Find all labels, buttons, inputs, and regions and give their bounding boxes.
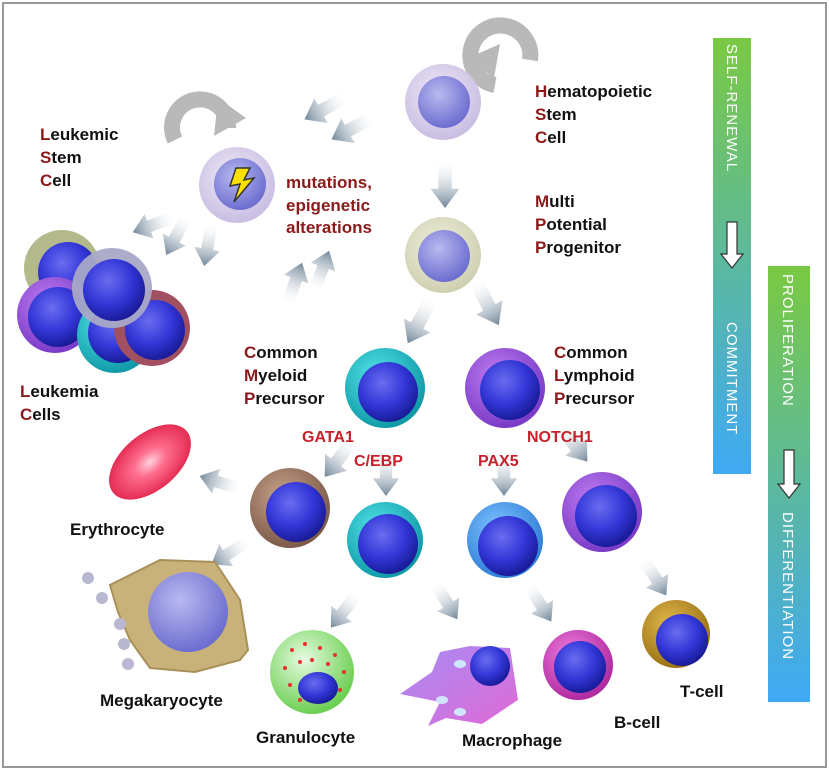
hsc-cell — [405, 64, 481, 140]
t-cell — [642, 600, 710, 668]
label-granulocyte: Granulocyte — [256, 728, 355, 747]
myeloid-erythroid-progenitor — [250, 468, 330, 548]
b-cell — [543, 630, 613, 700]
label-mpp-2: Potential — [535, 215, 607, 234]
bar-down-arrow-2 — [776, 449, 802, 499]
leukemia-cells — [17, 230, 190, 373]
label-mutations-2: epigenetic — [286, 196, 370, 215]
granulocyte-cell — [270, 630, 354, 714]
factor-gata1: GATA1 — [302, 429, 354, 446]
bar-label-differentiation: DIFFERENTIATION — [779, 512, 796, 660]
label-erythrocyte: Erythrocyte — [70, 520, 164, 539]
label-clp-2: Lymphoid — [554, 366, 635, 385]
label-tcell: T-cell — [680, 682, 723, 701]
label-mutations-1: mutations, — [286, 173, 372, 192]
label-mpp-1: Multi — [535, 192, 575, 211]
label-clp-3: Precursor — [554, 389, 635, 408]
self-renewal-icon-hsc — [462, 17, 539, 93]
label-lsc-2: Stem — [40, 148, 82, 167]
self-renewal-icon-lsc — [164, 91, 246, 144]
cmp-cell — [345, 348, 425, 428]
label-lsc-1: Leukemic — [40, 125, 118, 144]
label-cmp-3: Precursor — [244, 389, 325, 408]
label-hsc-3: Cell — [535, 128, 566, 147]
self-renewal-commitment-bar: SELF-RENEWAL COMMITMENT — [713, 38, 751, 474]
t-progenitor — [562, 472, 642, 552]
label-hsc-1: Hematopoietic — [535, 82, 652, 101]
label-megakaryocyte: Megakaryocyte — [100, 691, 223, 710]
labels: Hematopoietic Stem Cell Leukemic Stem Ce… — [20, 82, 723, 750]
bar-down-arrow-1 — [719, 221, 745, 269]
label-mpp-3: Progenitor — [535, 238, 621, 257]
label-macrophage: Macrophage — [462, 731, 562, 750]
bar-label-self-renewal: SELF-RENEWAL — [723, 44, 740, 172]
mpp-cell — [405, 217, 481, 293]
megakaryocyte-cell — [82, 558, 250, 674]
factor-pax5: PAX5 — [478, 453, 519, 470]
label-hsc-2: Stem — [535, 105, 577, 124]
lsc-cell — [199, 147, 275, 223]
macrophage-cell — [400, 646, 518, 726]
factor-notch1: NOTCH1 — [527, 429, 593, 446]
label-cmp-2: Myeloid — [244, 366, 307, 385]
label-mutations-3: alterations — [286, 218, 372, 237]
lightning-icon — [228, 167, 256, 203]
label-lsc-3: Cell — [40, 171, 71, 190]
bar-label-proliferation: PROLIFERATION — [779, 274, 796, 407]
clp-cell — [465, 348, 545, 428]
label-clp-1: Common — [554, 343, 628, 362]
label-leukemia-2: Cells — [20, 405, 61, 424]
label-cmp-1: Common — [244, 343, 318, 362]
erythrocyte-cell — [109, 424, 191, 500]
proliferation-differentiation-bar: PROLIFERATION DIFFERENTIATION — [768, 266, 810, 702]
label-leukemia-1: Leukemia — [20, 382, 99, 401]
granulocyte-macrophage-progenitor — [347, 502, 423, 578]
label-bcell: B-cell — [614, 713, 660, 732]
b-progenitor — [467, 502, 543, 578]
factor-cebp: C/EBP — [354, 453, 403, 470]
bar-label-commitment: COMMITMENT — [723, 322, 740, 435]
